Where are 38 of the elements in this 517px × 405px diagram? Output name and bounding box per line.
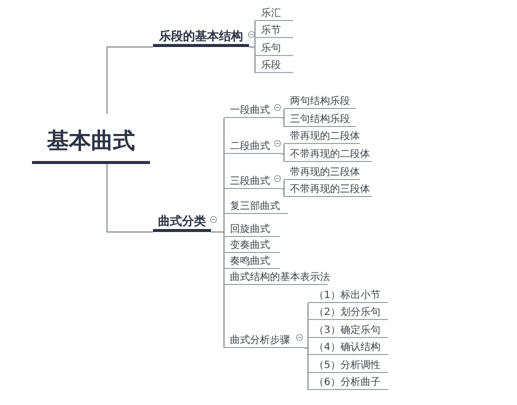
connector-line	[106, 164, 154, 232]
topic-label: 乐节	[261, 26, 281, 36]
topic-label: （4）确认结构	[314, 343, 380, 353]
topic-label: 三句结构乐段	[290, 115, 350, 125]
topic-label: 三段曲式	[230, 177, 270, 187]
topic-label: 不带再现的二段体	[290, 150, 370, 160]
connector-line	[282, 118, 284, 128]
topic-label: 乐汇	[261, 9, 281, 19]
topic-label: 曲式结构的基本表示法	[230, 273, 330, 283]
topic-label: 一段曲式	[230, 106, 270, 116]
topic-label: 乐段的基本结构	[159, 30, 243, 42]
topic-label: （5）分析调性	[314, 361, 380, 371]
topic-label: 复三部曲式	[230, 202, 280, 212]
topic-label: 乐段	[261, 61, 281, 71]
connector-line	[248, 46, 256, 74]
connector-line	[106, 46, 154, 114]
connector-line	[282, 180, 284, 190]
topic-label: 回旋曲式	[230, 225, 270, 235]
topic-label: 曲式分类	[158, 215, 206, 227]
connector-line	[282, 188, 284, 198]
connector-line	[282, 108, 284, 118]
topic-label: 带再现的二段体	[290, 132, 360, 142]
topic-label: 奏鸣曲式	[230, 257, 270, 267]
topic-label: （6）分析曲子	[314, 378, 380, 388]
topic-label: 二段曲式	[230, 142, 270, 152]
connector-line	[282, 144, 284, 154]
topic-label: （2）划分乐句	[314, 308, 380, 318]
topic-label: 曲式分析步骤	[230, 336, 290, 346]
topic-label: 基本曲式	[47, 131, 135, 153]
topic-label: 带再现的三段体	[290, 168, 360, 178]
topic-label: 乐句	[261, 44, 281, 54]
topic-label: 两句结构乐段	[290, 97, 350, 107]
topic-label: （3）确定乐句	[314, 326, 380, 336]
topic-label: （1）标出小节	[314, 291, 380, 301]
connector-line	[210, 232, 224, 348]
connector-line	[282, 154, 284, 162]
topic-label: 变奏曲式	[230, 241, 270, 251]
topic-label: 不带再现的三段体	[290, 185, 370, 195]
